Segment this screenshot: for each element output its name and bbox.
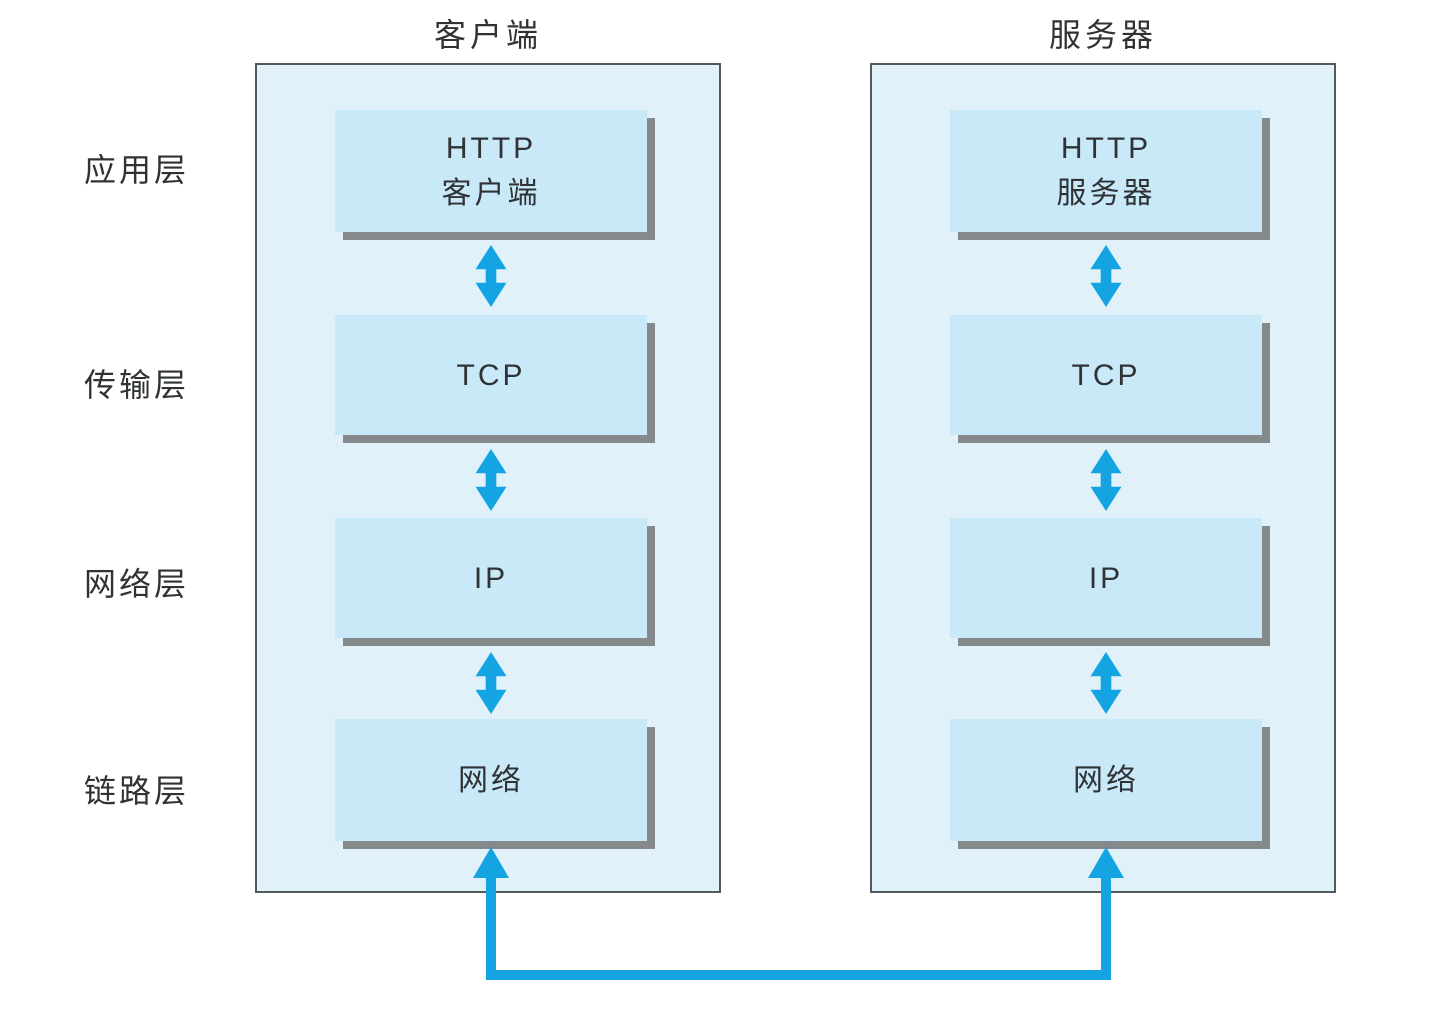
box-label-line: TCP [1071,358,1141,392]
bidirectional-arrow-icon [1088,652,1124,714]
client-panel: HTTP 客户端 TCP IP 网络 [255,63,721,893]
box-label-line: 服务器 [1056,177,1156,210]
client-network-box: 网络 [335,719,647,841]
server-network-box: 网络 [950,719,1262,841]
box-label-line: IP [473,561,509,595]
bidirectional-arrow-icon [1088,449,1124,511]
server-ip-box-label: IP [1089,556,1123,601]
client-tcp-box: TCP [335,315,647,435]
layer-label-network: 网络层 [84,566,190,602]
server-panel: HTTP 服务器 TCP IP 网络 [870,63,1336,893]
client-column-title: 客户端 [433,17,542,53]
bidirectional-arrow-icon [473,652,509,714]
box-label-line: 客户端 [441,177,541,210]
box-label-line: TCP [456,358,526,392]
box-label-line: 网络 [458,763,524,797]
client-ip-box-label: IP [474,556,508,601]
client-ip-box: IP [335,518,647,638]
bidirectional-arrow-icon [473,449,509,511]
server-tcp-box-label: TCP [1072,353,1141,398]
server-tcp-box: TCP [950,315,1262,435]
box-label-line: 网络 [1073,763,1139,797]
box-label-line: IP [1088,561,1124,595]
bidirectional-arrow-icon [1088,245,1124,307]
server-http-box: HTTP 服务器 [950,110,1262,232]
server-network-box-label: 网络 [1073,758,1139,803]
client-http-box-label: HTTP 客户端 [442,126,541,216]
server-http-box-label: HTTP 服务器 [1057,126,1156,216]
client-network-box-label: 网络 [458,758,524,803]
client-http-box: HTTP 客户端 [335,110,647,232]
box-label-line: HTTP [445,132,537,165]
layer-label-link: 链路层 [84,773,190,809]
client-tcp-box-label: TCP [457,353,526,398]
layer-label-application: 应用层 [84,152,190,188]
bidirectional-arrow-icon [473,245,509,307]
server-column-title: 服务器 [1048,17,1157,53]
layer-label-transport: 传输层 [84,367,190,403]
box-label-line: HTTP [1060,132,1152,165]
server-ip-box: IP [950,518,1262,638]
